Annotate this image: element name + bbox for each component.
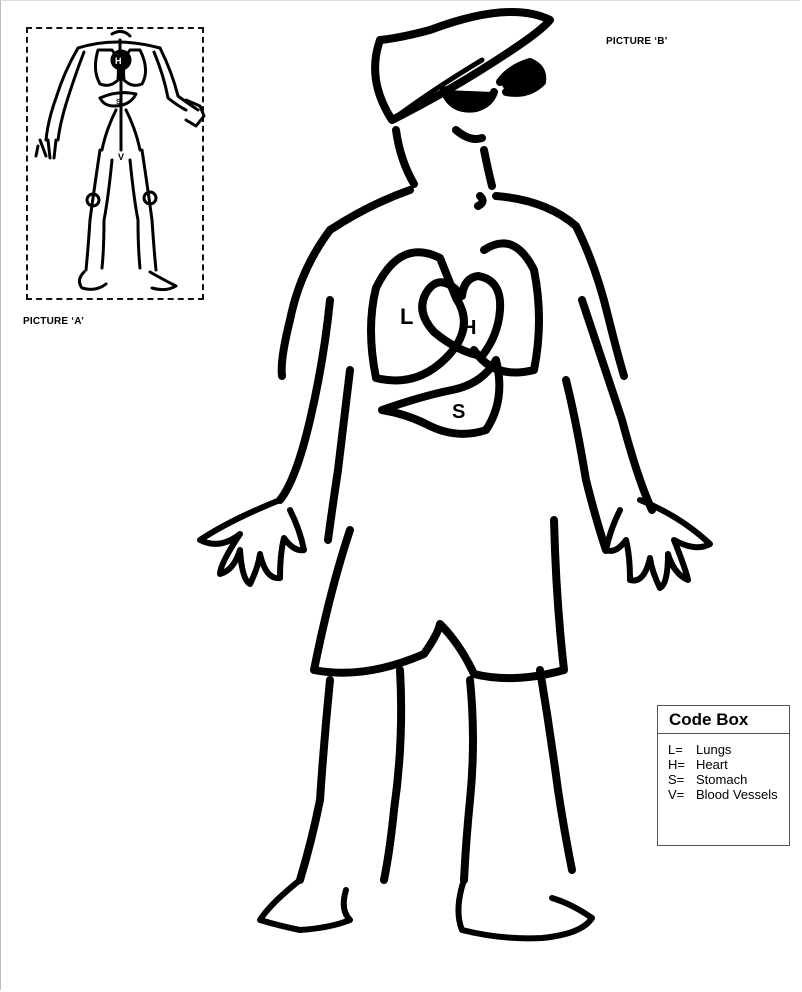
- code-box-list: L= Lungs H= Heart S= Stomach V= Blood Ve…: [658, 734, 789, 802]
- code-box-value: Blood Vessels: [696, 787, 789, 802]
- code-box-key: V=: [668, 787, 696, 802]
- code-box-item: H= Heart: [668, 757, 789, 772]
- picture-b-left-foot: [260, 880, 350, 930]
- picture-b-right-arm-inner: [566, 380, 606, 550]
- picture-b-left-arm-inner: [328, 370, 350, 540]
- code-box-item: L= Lungs: [668, 742, 789, 757]
- picture-b-left-lung: [371, 252, 464, 380]
- code-box-value: Heart: [696, 757, 789, 772]
- code-box-value: Lungs: [696, 742, 789, 757]
- picture-b-label-stomach: S: [452, 401, 465, 423]
- code-box-key: S=: [668, 772, 696, 787]
- code-box: Code Box L= Lungs H= Heart S= Stomach V=…: [657, 705, 790, 846]
- code-box-key: L=: [668, 742, 696, 757]
- code-box-key: H=: [668, 757, 696, 772]
- picture-b-figure: [200, 12, 710, 938]
- picture-b-right-arm-outer: [582, 300, 652, 510]
- picture-b-right-shoulder: [496, 196, 624, 376]
- code-box-value: Stomach: [696, 772, 789, 787]
- picture-b-left-hand: [200, 500, 304, 584]
- picture-b-right-leg-outer: [540, 670, 572, 870]
- picture-b-label-lungs: L: [400, 304, 413, 329]
- picture-b-face: [396, 130, 492, 206]
- picture-b-shorts: [314, 520, 564, 678]
- code-box-item: S= Stomach: [668, 772, 789, 787]
- picture-b-right-hand: [606, 500, 710, 588]
- picture-b-left-leg-inner: [384, 670, 401, 880]
- picture-b-left-shoulder: [282, 190, 410, 376]
- picture-b-label-heart: H: [462, 317, 476, 339]
- picture-b-right-leg-inner: [464, 680, 473, 880]
- picture-b-stomach: [382, 360, 499, 434]
- picture-b-caption: PICTURE ‘B’: [606, 36, 668, 47]
- picture-b-left-leg-outer: [300, 680, 330, 880]
- code-box-title: Code Box: [658, 706, 789, 734]
- picture-b-right-foot: [458, 880, 592, 938]
- code-box-item: V= Blood Vessels: [668, 787, 789, 802]
